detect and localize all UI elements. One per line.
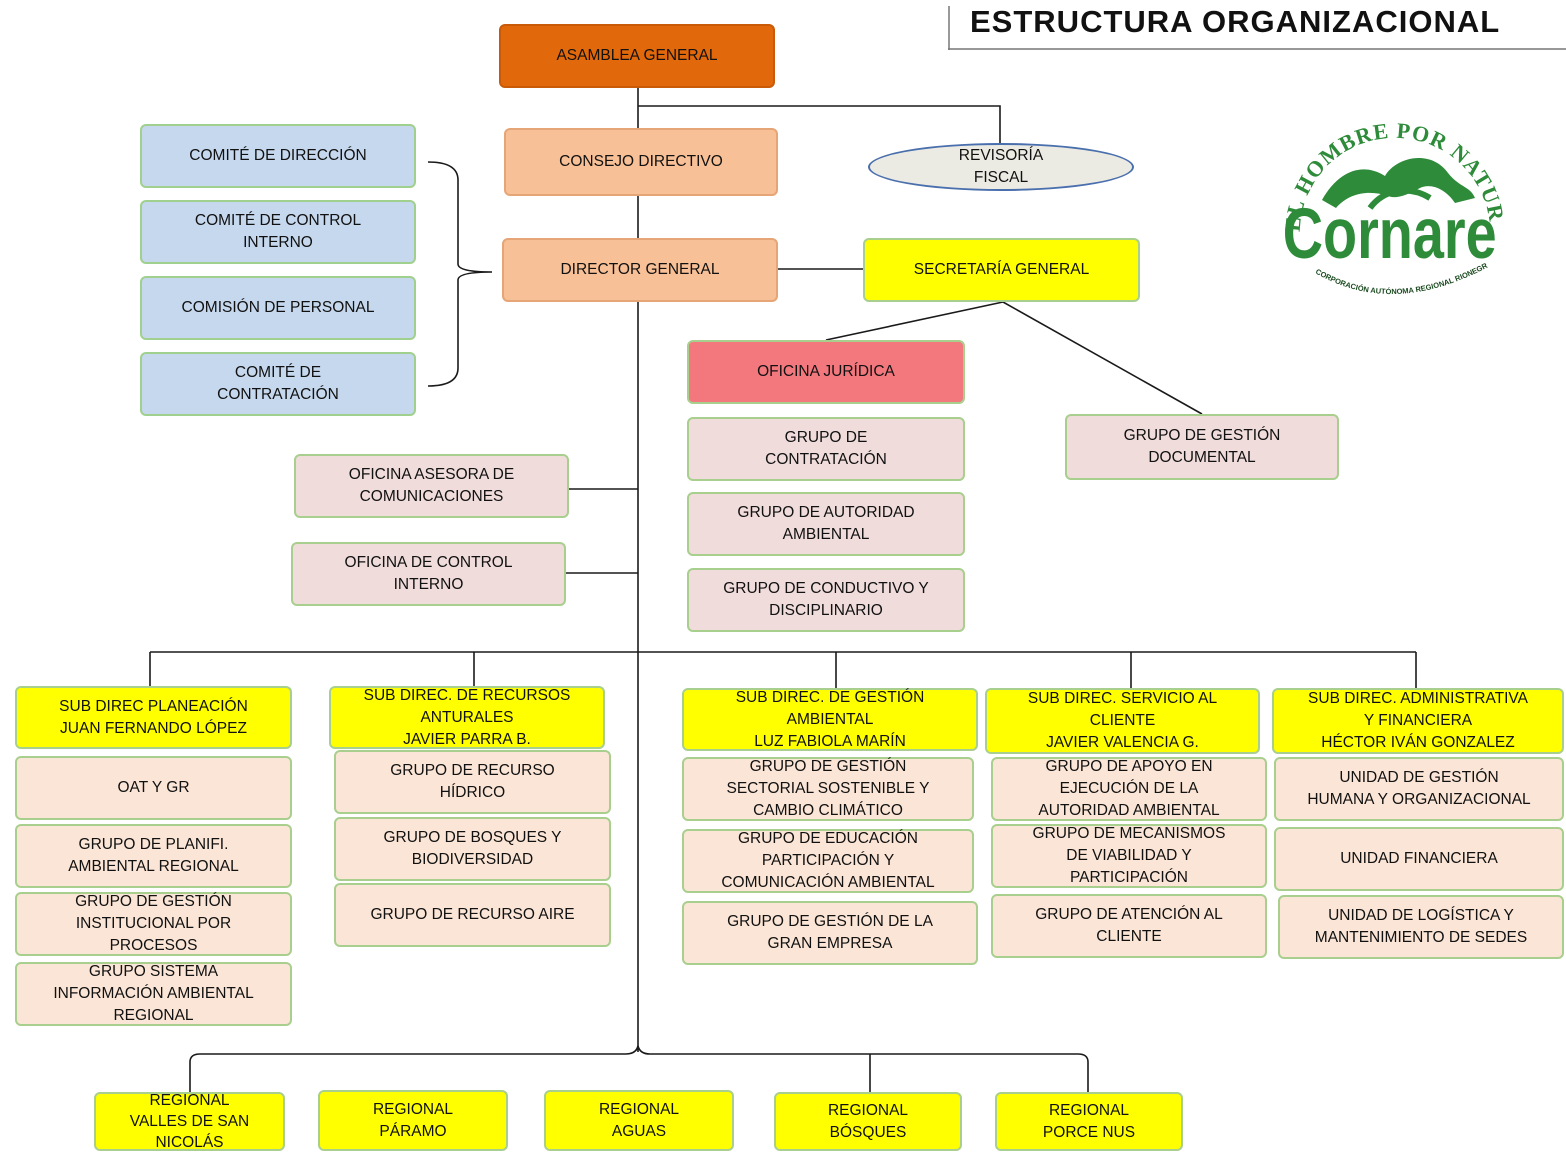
juridica-grupo-box: GRUPO DE CONDUCTIVO Y DISCIPLINARIO [687,568,965,632]
subdireccion-box: SUB DIREC. SERVICIO AL CLIENTE JAVIER VA… [985,688,1260,754]
subdireccion-grupo-label: GRUPO DE EDUCACIÓN PARTICIPACIÓN Y COMUN… [721,830,935,891]
comite-box: COMISIÓN DE PERSONAL [140,276,416,340]
consejo-directivo-label: CONSEJO DIRECTIVO [559,153,723,170]
regional-box: REGIONAL AGUAS [544,1090,734,1151]
regional-label: REGIONAL VALLES DE SAN NICOLÁS [129,1092,250,1151]
subdireccion-grupo-box: UNIDAD FINANCIERA [1274,827,1564,891]
regional-label: REGIONAL BÓSQUES [827,1101,909,1141]
subdireccion-grupo-box: GRUPO DE GESTIÓN INSTITUCIONAL POR PROCE… [15,892,292,956]
regional-box: REGIONAL VALLES DE SAN NICOLÁS [94,1092,285,1151]
subdireccion-grupo-label: GRUPO DE GESTIÓN INSTITUCIONAL POR PROCE… [75,893,232,954]
subdireccion-grupo-box: GRUPO DE GESTIÓN SECTORIAL SOSTENIBLE Y … [682,757,974,821]
juridica-grupo-label: GRUPO DE AUTORIDAD AMBIENTAL [737,504,915,543]
logo-brand-text: Cornare [1283,194,1497,274]
oficina-asesora-box: OFICINA DE CONTROL INTERNO [291,542,566,606]
comite-label: COMISIÓN DE PERSONAL [181,299,375,316]
subdireccion-grupo-label: GRUPO DE GESTIÓN DE LA GRAN EMPRESA [727,913,933,952]
subdireccion-grupo-box: GRUPO DE APOYO EN EJECUCIÓN DE LA AUTORI… [991,757,1267,821]
subdireccion-box: SUB DIREC PLANEACIÓN JUAN FERNANDO LÓPEZ [15,686,292,749]
regional-label: REGIONAL AGUAS [598,1100,680,1140]
regional-box: REGIONAL BÓSQUES [774,1092,962,1151]
oficina-juridica-box: OFICINA JURÍDICA [687,340,965,404]
subdireccion-label: SUB DIREC PLANEACIÓN JUAN FERNANDO LÓPEZ [59,697,248,737]
comite-label: COMITÉ DE DIRECCIÓN [189,147,367,164]
subdireccion-label: SUB DIREC. SERVICIO AL CLIENTE JAVIER VA… [1027,690,1218,751]
comite-box: COMITÉ DE CONTROL INTERNO [140,200,416,264]
juridica-grupo-box: GRUPO DE CONTRATACIÓN [687,417,965,481]
regional-box: REGIONAL PÁRAMO [318,1090,508,1151]
regional-label: REGIONAL PÁRAMO [372,1100,454,1140]
subdireccion-grupo-label: GRUPO DE MECANISMOS DE VIABILIDAD Y PART… [1032,825,1226,886]
oficina-juridica-label: OFICINA JURÍDICA [757,363,895,380]
subdireccion-grupo-box: GRUPO DE BOSQUES Y BIODIVERSIDAD [334,817,611,881]
consejo-directivo-box: CONSEJO DIRECTIVO [504,128,778,196]
revisoria-fiscal-oval: REVISORÍA FISCAL [868,143,1134,191]
title-underline [948,48,1566,50]
oficina-asesora-label: OFICINA DE CONTROL INTERNO [344,554,513,593]
subdireccion-grupo-box: GRUPO SISTEMA INFORMACIÓN AMBIENTAL REGI… [15,962,292,1026]
subdireccion-grupo-box: UNIDAD DE LOGÍSTICA Y MANTENIMIENTO DE S… [1278,895,1564,959]
page-title: ESTRUCTURA ORGANIZACIONAL [970,4,1501,39]
cornare-logo: EL HOMBRE POR NATURALEZA Cornare CORPORA… [1270,88,1509,296]
gestion-documental-label: GRUPO DE GESTIÓN DOCUMENTAL [1123,427,1281,466]
subdireccion-grupo-label: GRUPO DE GESTIÓN SECTORIAL SOSTENIBLE Y … [726,758,930,819]
subdireccion-box: SUB DIREC. DE GESTIÓN AMBIENTAL LUZ FABI… [682,688,978,751]
comite-box: COMITÉ DE CONTRATACIÓN [140,352,416,416]
subdireccion-box: SUB DIREC. ADMINISTRATIVA Y FINANCIERA H… [1272,688,1564,754]
regional-label: REGIONAL PORCE NUS [1042,1101,1136,1141]
subdireccion-grupo-label: OAT Y GR [117,779,190,796]
subdireccion-label: SUB DIREC. ADMINISTRATIVA Y FINANCIERA H… [1308,690,1528,751]
juridica-grupo-label: GRUPO DE CONDUCTIVO Y DISCIPLINARIO [723,580,929,619]
subdireccion-grupo-label: GRUPO SISTEMA INFORMACIÓN AMBIENTAL REGI… [53,963,254,1024]
subdireccion-grupo-label: UNIDAD FINANCIERA [1340,850,1498,867]
asamblea-general-box: ASAMBLEA GENERAL [499,24,775,88]
subdireccion-grupo-box: GRUPO DE RECURSO HÍDRICO [334,750,611,814]
subdireccion-grupo-label: GRUPO DE RECURSO AIRE [370,906,575,923]
subdireccion-grupo-label: GRUPO DE RECURSO HÍDRICO [390,762,555,801]
director-general-label: DIRECTOR GENERAL [560,261,720,278]
subdireccion-grupo-label: UNIDAD DE GESTIÓN HUMANA Y ORGANIZACIONA… [1307,769,1531,808]
secretaria-general-box: SECRETARÍA GENERAL [863,238,1140,302]
revisoria-fiscal-label: REVISORÍA FISCAL [958,147,1044,186]
oficina-asesora-label: OFICINA ASESORA DE COMUNICACIONES [348,466,515,505]
subdireccion-label: SUB DIREC. DE GESTIÓN AMBIENTAL LUZ FABI… [735,688,925,750]
comite-label: COMITÉ DE CONTROL INTERNO [194,212,362,251]
subdireccion-grupo-label: UNIDAD DE LOGÍSTICA Y MANTENIMIENTO DE S… [1314,907,1528,946]
subdireccion-grupo-label: GRUPO DE PLANIFI. AMBIENTAL REGIONAL [68,836,239,875]
gestion-documental-box: GRUPO DE GESTIÓN DOCUMENTAL [1065,414,1339,480]
juridica-grupo-box: GRUPO DE AUTORIDAD AMBIENTAL [687,492,965,556]
title-divider [948,6,950,50]
subdireccion-grupo-box: GRUPO DE PLANIFI. AMBIENTAL REGIONAL [15,824,292,888]
subdireccion-grupo-label: GRUPO DE APOYO EN EJECUCIÓN DE LA AUTORI… [1038,758,1220,819]
regional-box: REGIONAL PORCE NUS [995,1092,1183,1151]
asamblea-general-label: ASAMBLEA GENERAL [556,47,718,64]
comite-label: COMITÉ DE CONTRATACIÓN [217,364,339,403]
subdireccion-grupo-box: GRUPO DE ATENCIÓN AL CLIENTE [991,894,1267,958]
subdireccion-grupo-box: GRUPO DE RECURSO AIRE [334,883,611,947]
secretaria-general-label: SECRETARÍA GENERAL [913,261,1090,278]
subdireccion-grupo-box: GRUPO DE GESTIÓN DE LA GRAN EMPRESA [682,901,978,965]
subdireccion-grupo-box: OAT Y GR [15,756,292,820]
subdireccion-grupo-box: UNIDAD DE GESTIÓN HUMANA Y ORGANIZACIONA… [1274,757,1564,821]
oficina-asesora-box: OFICINA ASESORA DE COMUNICACIONES [294,454,569,518]
subdireccion-box: SUB DIREC. DE RECURSOS ANTURALES JAVIER … [329,686,605,749]
subdireccion-grupo-box: GRUPO DE MECANISMOS DE VIABILIDAD Y PART… [991,824,1267,888]
comite-box: COMITÉ DE DIRECCIÓN [140,124,416,188]
subdireccion-grupo-label: GRUPO DE BOSQUES Y BIODIVERSIDAD [383,829,562,868]
director-general-box: DIRECTOR GENERAL [502,238,778,302]
subdireccion-grupo-box: GRUPO DE EDUCACIÓN PARTICIPACIÓN Y COMUN… [682,829,974,893]
juridica-grupo-label: GRUPO DE CONTRATACIÓN [765,429,887,468]
subdireccion-label: SUB DIREC. DE RECURSOS ANTURALES JAVIER … [363,686,571,748]
subdireccion-grupo-label: GRUPO DE ATENCIÓN AL CLIENTE [1035,906,1223,945]
